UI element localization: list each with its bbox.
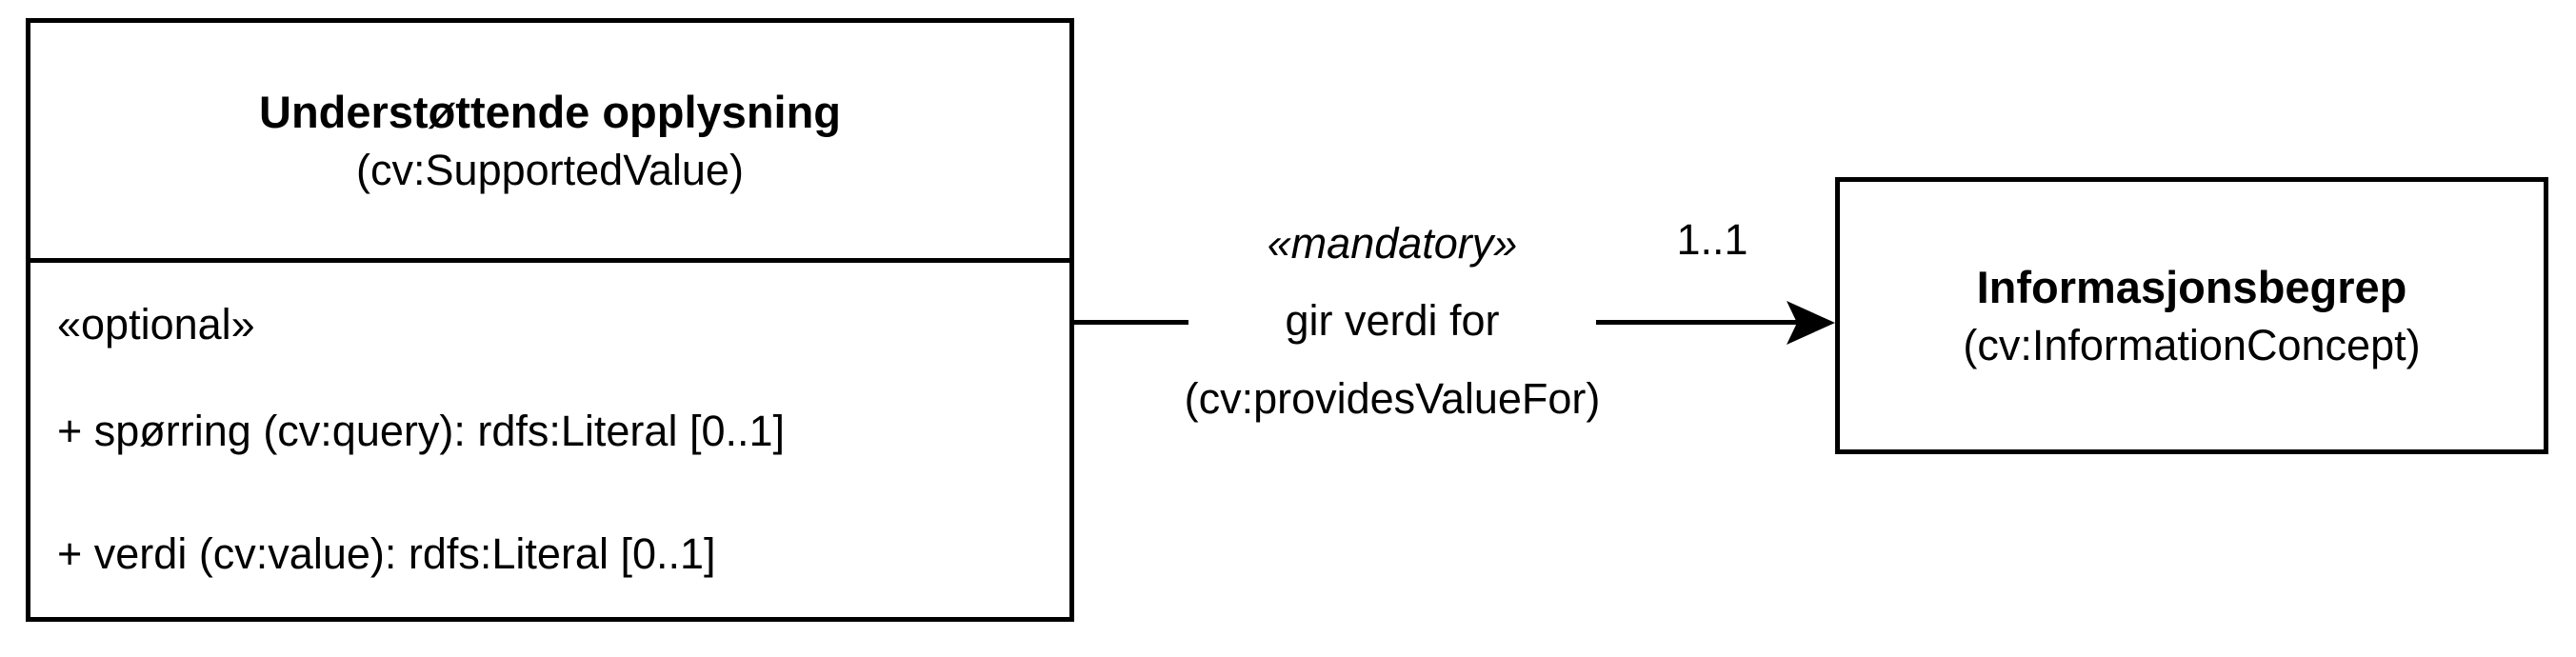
association-stereotype-mandatory: «mandatory» bbox=[1267, 219, 1518, 268]
association-target-multiplicity: 1..1 bbox=[1676, 215, 1748, 264]
class-uri-supported-value: (cv:SupportedValue) bbox=[356, 145, 744, 194]
class-uri-information-concept: (cv:InformationConcept) bbox=[1963, 320, 2421, 369]
class-box-supported-value[interactable]: Understøttende opplysning (cv:SupportedV… bbox=[26, 18, 1074, 622]
association-line-right-segment bbox=[1596, 320, 1815, 325]
class-attributes-compartment: «optional» + spørring (cv:query): rdfs:L… bbox=[30, 263, 1069, 617]
class-single-compartment: Informasjonsbegrep (cv:InformationConcep… bbox=[1840, 182, 2544, 449]
association-uri-label: (cv:providesValueFor) bbox=[1184, 374, 1601, 423]
association-line-left-segment bbox=[1074, 320, 1188, 325]
class-box-information-concept[interactable]: Informasjonsbegrep (cv:InformationConcep… bbox=[1835, 177, 2548, 454]
class-stereotype-optional: «optional» bbox=[57, 300, 255, 348]
attribute-row-query: + spørring (cv:query): rdfs:Literal [0..… bbox=[57, 406, 786, 455]
attribute-row-value: + verdi (cv:value): rdfs:Literal [0..1] bbox=[57, 529, 716, 578]
association-arrowhead-icon bbox=[1787, 301, 1835, 345]
class-name-information-concept: Informasjonsbegrep bbox=[1976, 262, 2407, 313]
association-name-label: gir verdi for bbox=[1285, 296, 1500, 345]
class-name-supported-value: Understøttende opplysning bbox=[259, 87, 841, 138]
class-header-compartment: Understøttende opplysning (cv:SupportedV… bbox=[30, 23, 1069, 263]
